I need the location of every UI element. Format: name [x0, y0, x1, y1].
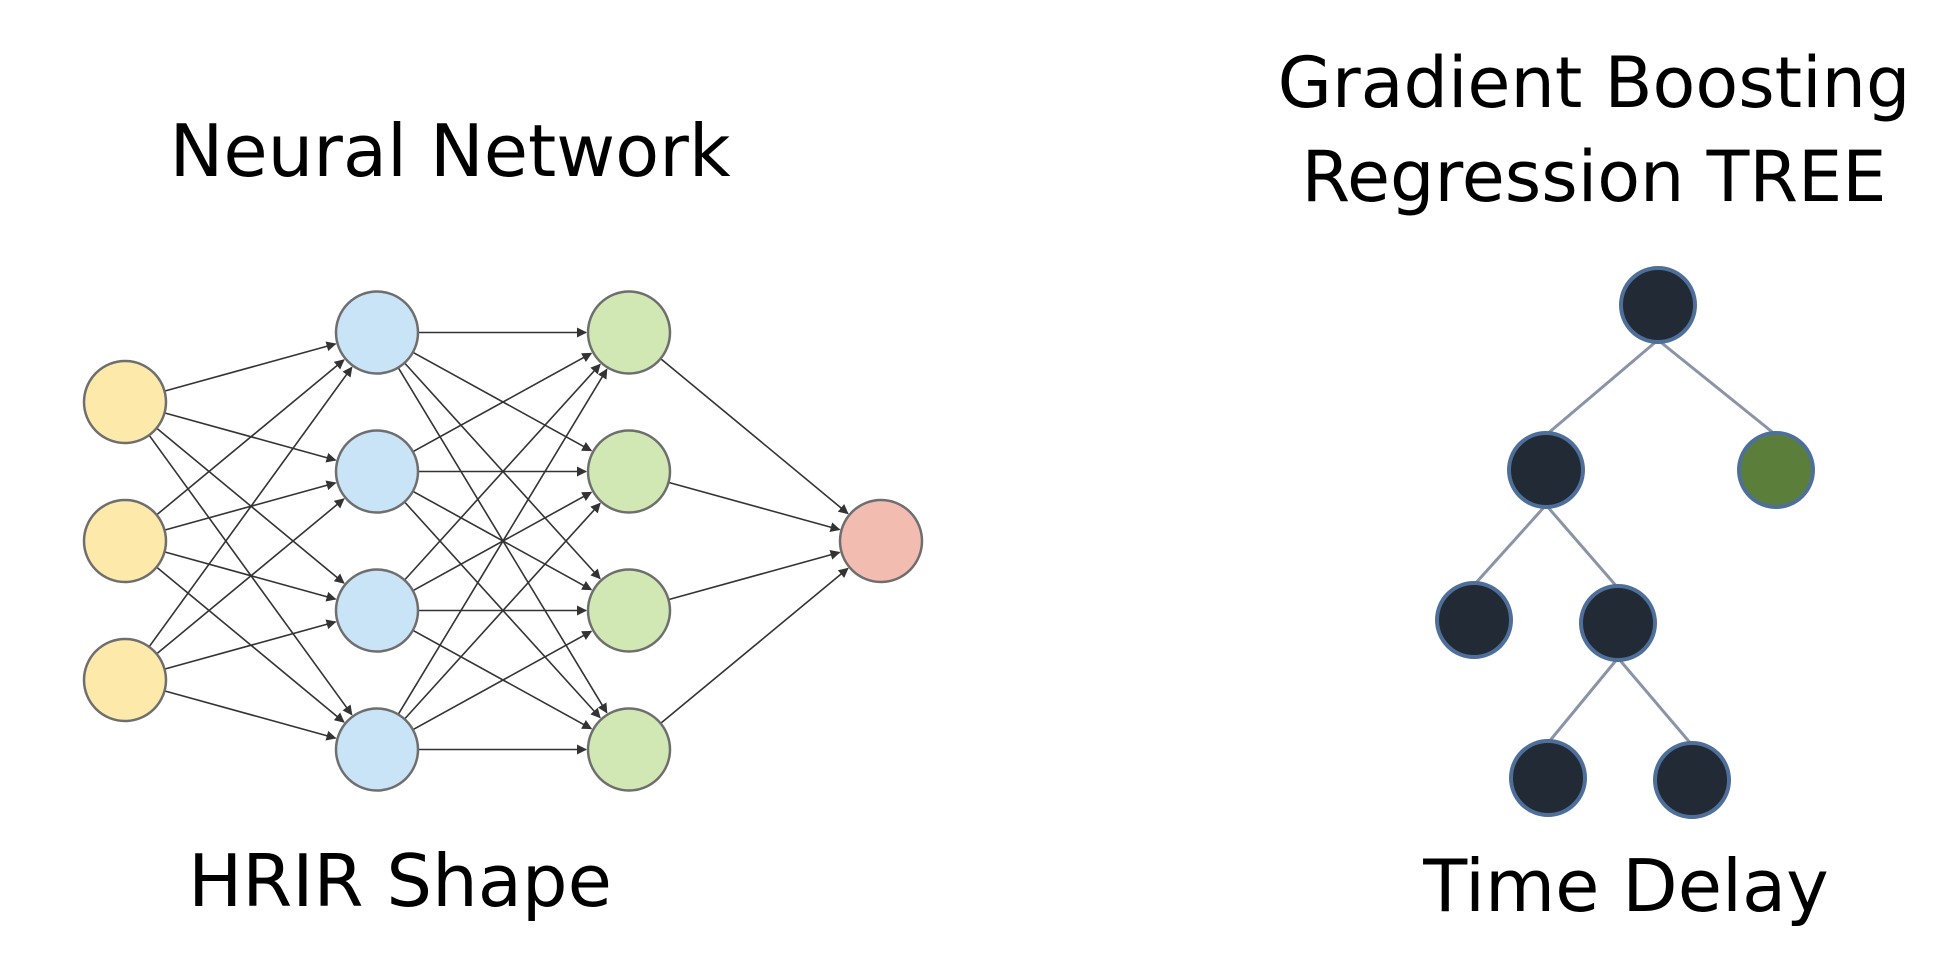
nn-node-output-1	[838, 498, 924, 584]
tree-branches	[1472, 338, 1777, 746]
neural-network-caption: HRIR Shape	[188, 839, 612, 923]
tree-branch-left-right-to-left-right-left	[1546, 657, 1620, 744]
neural-network-title: Neural Network	[169, 109, 731, 193]
nn-edge-hidden-2-2-to-output-0	[668, 549, 841, 601]
gradient-boosting-title-line-1: Gradient Boosting	[1277, 42, 1911, 124]
tree-branch-root-to-right	[1657, 338, 1777, 437]
nn-edge-hidden-1-2-to-hidden-2-0	[403, 363, 601, 581]
gradient-boosting-caption: Time Delay	[1423, 844, 1829, 928]
nn-edge-hidden-2-1-to-output-0	[668, 481, 841, 533]
nn-edge-input-1-to-hidden-1-3	[156, 566, 345, 723]
nn-edge-input-0-to-hidden-1-2	[156, 427, 345, 584]
neural-network-connections	[148, 327, 849, 755]
nn-node-hidden-2-1	[586, 290, 672, 375]
nn-node-hidden-1-2	[334, 429, 420, 514]
nn-edge-input-2-to-hidden-1-1	[156, 498, 345, 655]
neural-network-nodes	[82, 290, 924, 792]
nn-edge-input-2-to-hidden-1-0	[148, 366, 353, 648]
nn-node-hidden-2-2	[586, 429, 672, 514]
nn-edge-input-0-to-hidden-1-1	[164, 412, 337, 463]
nn-edge-hidden-1-3-to-hidden-2-0	[397, 368, 608, 715]
nn-node-hidden-2-4	[586, 707, 672, 792]
nn-edge-input-0-to-hidden-1-0	[164, 341, 337, 392]
gradient-boosting-title: Gradient Boosting Regression TREE	[1254, 36, 1934, 224]
tree-node-left-right-right	[1653, 741, 1731, 819]
nn-edge-hidden-1-3-to-hidden-2-2	[412, 630, 593, 731]
nn-edge-hidden-2-0-to-output-0	[660, 357, 849, 515]
gradient-boosting-title-line-2: Regression TREE	[1301, 136, 1887, 218]
nn-node-input-1	[82, 359, 168, 445]
tree-branch-left-to-left-right	[1544, 504, 1620, 589]
nn-edge-input-1-to-hidden-1-2	[164, 551, 337, 602]
nn-edge-input-1-to-hidden-1-0	[156, 359, 345, 516]
tree-node-left-left	[1435, 581, 1513, 659]
tree-node-left-right	[1579, 584, 1657, 662]
tree-node-left-right-left	[1509, 739, 1587, 817]
nn-edge-input-2-to-hidden-1-2	[164, 619, 337, 670]
tree-node-left	[1507, 431, 1585, 509]
nn-edge-hidden-1-1-to-hidden-2-0	[412, 352, 593, 453]
nn-node-hidden-2-3	[586, 568, 672, 653]
tree-branch-root-to-left	[1545, 338, 1659, 437]
nn-node-hidden-1-1	[334, 290, 420, 375]
tree-node-root	[1619, 266, 1697, 344]
nn-node-input-3	[82, 637, 168, 723]
nn-node-hidden-1-4	[334, 707, 420, 792]
tree-branch-left-right-to-left-right-right	[1616, 657, 1694, 746]
nn-edge-hidden-1-0-to-hidden-2-1	[412, 351, 593, 452]
nn-edge-input-2-to-hidden-1-3	[164, 690, 337, 741]
nn-edge-hidden-2-3-to-output-0	[660, 567, 849, 725]
tree-branch-left-to-left-left	[1472, 503, 1548, 587]
tree-node-right	[1737, 431, 1815, 509]
nn-node-input-2	[82, 498, 168, 584]
nn-edge-hidden-1-1-to-hidden-2-2	[412, 490, 593, 591]
nn-edge-hidden-1-3-to-hidden-2-1	[403, 502, 601, 720]
tree-nodes	[1435, 266, 1815, 819]
nn-node-hidden-1-3	[334, 568, 420, 653]
nn-edge-hidden-1-2-to-hidden-2-3	[412, 629, 593, 730]
